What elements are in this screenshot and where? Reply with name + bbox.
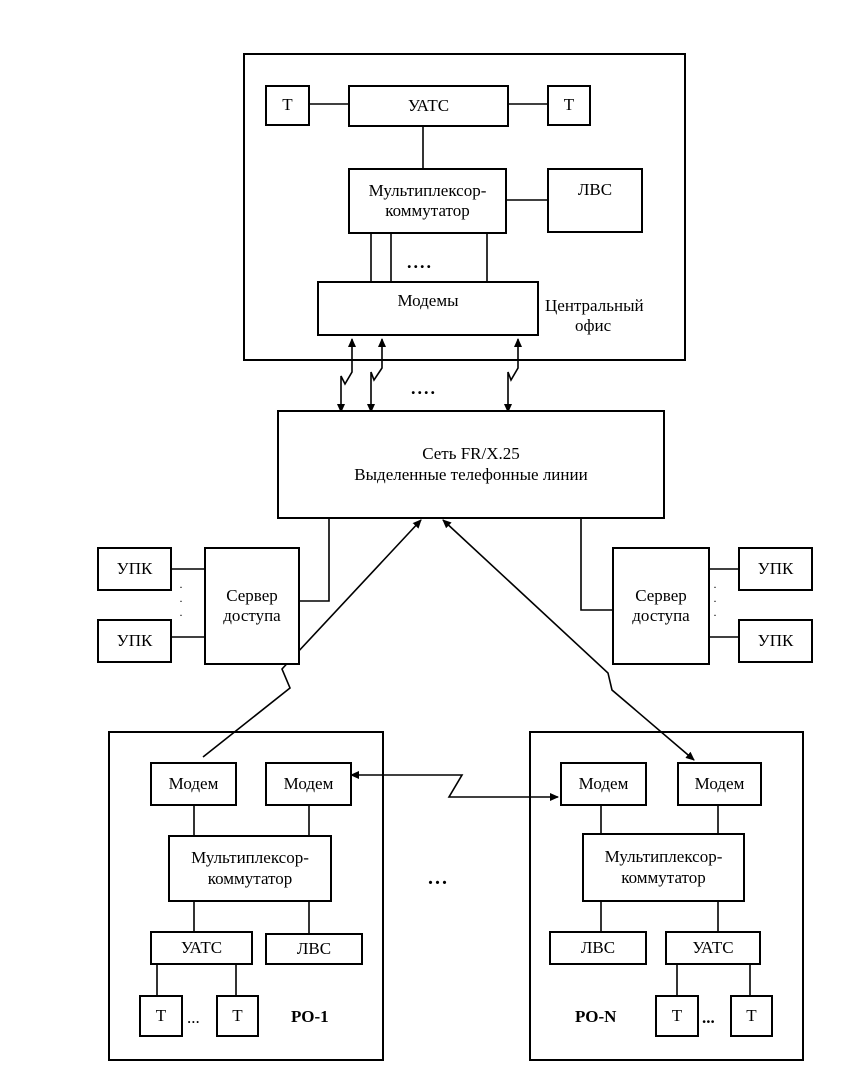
network-label-line2: Выделенные телефонные линии xyxy=(354,464,588,484)
branch-1-modem-right-label: Модем xyxy=(283,773,334,793)
left-upk-top-label: УПК xyxy=(116,558,153,578)
branch-n-terminal-left-label: Т xyxy=(671,1005,683,1025)
central-lan-box: ЛВС xyxy=(547,168,643,233)
central-uats-box: УАТС xyxy=(348,85,509,127)
central-modems-label: Модемы xyxy=(397,291,459,310)
central-mux-links-dots: .... xyxy=(407,252,433,272)
branch-n-modem-left: Модем xyxy=(560,762,647,806)
branch-1-uats-label: УАТС xyxy=(180,937,223,957)
central-office-frame xyxy=(243,53,686,361)
branch-1-terminal-right: Т xyxy=(216,995,259,1037)
left-access-server-label-line2: доступа xyxy=(223,606,281,625)
left-upk-bottom: УПК xyxy=(97,619,172,663)
central-office-caption-line2: офис xyxy=(575,316,612,336)
left-access-server-label-line1: Сервер xyxy=(226,585,278,605)
central-multiplexer-box: Мультиплексор- коммутатор xyxy=(348,168,507,234)
branch-n-terminal-left: Т xyxy=(655,995,699,1037)
branch-1-modem-left-label: Модем xyxy=(168,773,219,793)
branch-1-modem-right: Модем xyxy=(265,762,352,806)
branch-1-lan-box: ЛВС xyxy=(265,933,363,965)
right-access-server-label-line2: доступа xyxy=(632,606,690,625)
branch-n-lan-label: ЛВС xyxy=(580,937,616,957)
modem-links-dots: .... xyxy=(411,378,437,398)
central-multiplexer-label-line2: коммутатор xyxy=(385,201,470,220)
central-terminal-right-label: Т xyxy=(563,95,575,115)
central-modems-box: Модемы xyxy=(317,281,539,336)
branch-n-caption: РО-N xyxy=(575,1007,617,1026)
network-box: Сеть FR/X.25 Выделенные телефонные линии xyxy=(277,410,665,519)
branch-n-terminal-dots: ... xyxy=(702,1008,715,1027)
branch-n-frame xyxy=(529,731,804,1061)
branch-1-terminal-left-label: Т xyxy=(155,1005,167,1025)
left-upk-ellipsis: ··· xyxy=(179,580,183,622)
right-upk-bottom: УПК xyxy=(738,619,813,663)
right-access-server-label-line1: Сервер xyxy=(635,585,687,605)
branch-1-terminal-dots: ... xyxy=(187,1008,200,1027)
central-office-caption-line1: Центральный xyxy=(545,296,644,315)
branch-1-uats-box: УАТС xyxy=(150,931,253,965)
branch-n-uats-box: УАТС xyxy=(665,931,761,965)
branches-ellipsis: ... xyxy=(428,867,449,889)
central-multiplexer-label-line1: Мультиплексор- xyxy=(368,180,487,200)
branch-n-modem-left-label: Модем xyxy=(578,773,629,793)
right-upk-top: УПК xyxy=(738,547,813,591)
branch-1-lan-label: ЛВС xyxy=(296,938,332,958)
branch-n-multiplexer-label-line2: коммутатор xyxy=(621,867,706,887)
network-label-line1: Сеть FR/X.25 xyxy=(422,444,520,464)
branch-n-lan-box: ЛВС xyxy=(549,931,647,965)
central-lan-label: ЛВС xyxy=(577,180,613,199)
branch-n-modem-right-label: Модем xyxy=(694,773,745,793)
branch-1-caption: РО-1 xyxy=(291,1007,329,1026)
branch-1-multiplexer-label-line2: коммутатор xyxy=(207,868,293,888)
right-upk-bottom-label: УПК xyxy=(757,630,794,650)
branch-1-multiplexer-box: Мультиплексор- коммутатор xyxy=(168,835,332,902)
branch-1-frame xyxy=(108,731,384,1061)
branch-n-multiplexer-label-line1: Мультиплексор- xyxy=(604,847,723,867)
branch-n-uats-label: УАТС xyxy=(692,937,734,957)
branch-1-multiplexer-label-line1: Мультиплексор- xyxy=(191,848,309,868)
branch-1-terminal-left: Т xyxy=(139,995,183,1037)
central-office-caption: Центральный офис xyxy=(545,296,644,337)
left-access-server-box: Сервер доступа xyxy=(204,547,300,665)
branch-1-modem-left: Модем xyxy=(150,762,237,806)
central-terminal-left: Т xyxy=(265,85,310,126)
left-upk-bottom-label: УПК xyxy=(116,630,153,650)
right-upk-ellipsis: ··· xyxy=(713,580,717,622)
central-terminal-left-label: Т xyxy=(282,95,293,115)
branch-n-multiplexer-box: Мультиплексор- коммутатор xyxy=(582,833,745,902)
central-terminal-right: Т xyxy=(547,85,591,126)
branch-1-terminal-right-label: Т xyxy=(232,1005,243,1025)
branch-n-modem-right: Модем xyxy=(677,762,762,806)
right-upk-top-label: УПК xyxy=(757,558,794,578)
right-access-server-box: Сервер доступа xyxy=(612,547,710,665)
left-upk-top: УПК xyxy=(97,547,172,591)
central-uats-label: УАТС xyxy=(407,95,450,115)
branch-n-terminal-right: Т xyxy=(730,995,773,1037)
branch-n-terminal-right-label: Т xyxy=(746,1005,757,1025)
